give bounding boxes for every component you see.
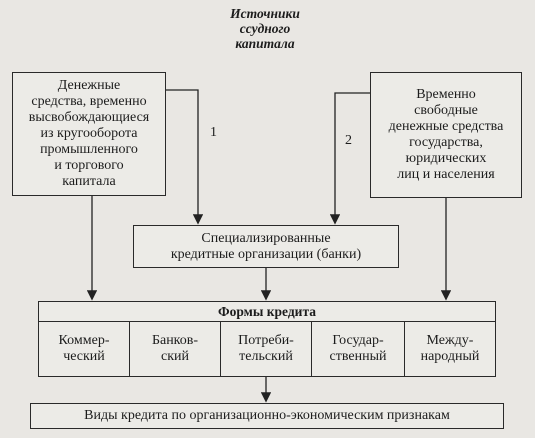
form-consumer: Потреби- тельский	[220, 321, 312, 377]
form-bank-label: Банков- ский	[151, 333, 199, 364]
path-label-1: 1	[210, 125, 217, 140]
types-text: Виды кредита по организационно-экономиче…	[84, 408, 450, 423]
forms-header: Формы кредита	[38, 301, 496, 322]
form-consumer-label: Потреби- тельский	[238, 333, 294, 364]
form-state-label: Государ- ственный	[329, 333, 387, 364]
source-box-right-text: Временно свободные денежные средства гос…	[388, 87, 504, 182]
form-international: Между- народный	[404, 321, 496, 377]
banks-box: Специализированные кредитные организации…	[133, 225, 399, 268]
source-box-left: Денежные средства, временно высвобождающ…	[12, 72, 166, 196]
form-state: Государ- ственный	[311, 321, 405, 377]
banks-text: Специализированные кредитные организации…	[170, 230, 362, 262]
types-box: Виды кредита по организационно-экономиче…	[30, 403, 504, 429]
form-commercial: Коммер- ческий	[38, 321, 130, 377]
arrow-1-left-source-to-banks	[166, 89, 204, 225]
forms-title: Формы кредита	[217, 303, 316, 319]
arrow-2-right-source-to-banks	[329, 92, 370, 225]
path-label-2: 2	[345, 133, 352, 148]
source-box-left-text: Денежные средства, временно высвобождающ…	[28, 78, 150, 189]
form-international-label: Между- народный	[420, 333, 480, 364]
source-box-right: Временно свободные денежные средства гос…	[370, 72, 522, 198]
diagram-title: Источники ссудного капитала	[230, 6, 300, 51]
form-bank: Банков- ский	[129, 321, 221, 377]
form-commercial-label: Коммер- ческий	[58, 333, 110, 364]
